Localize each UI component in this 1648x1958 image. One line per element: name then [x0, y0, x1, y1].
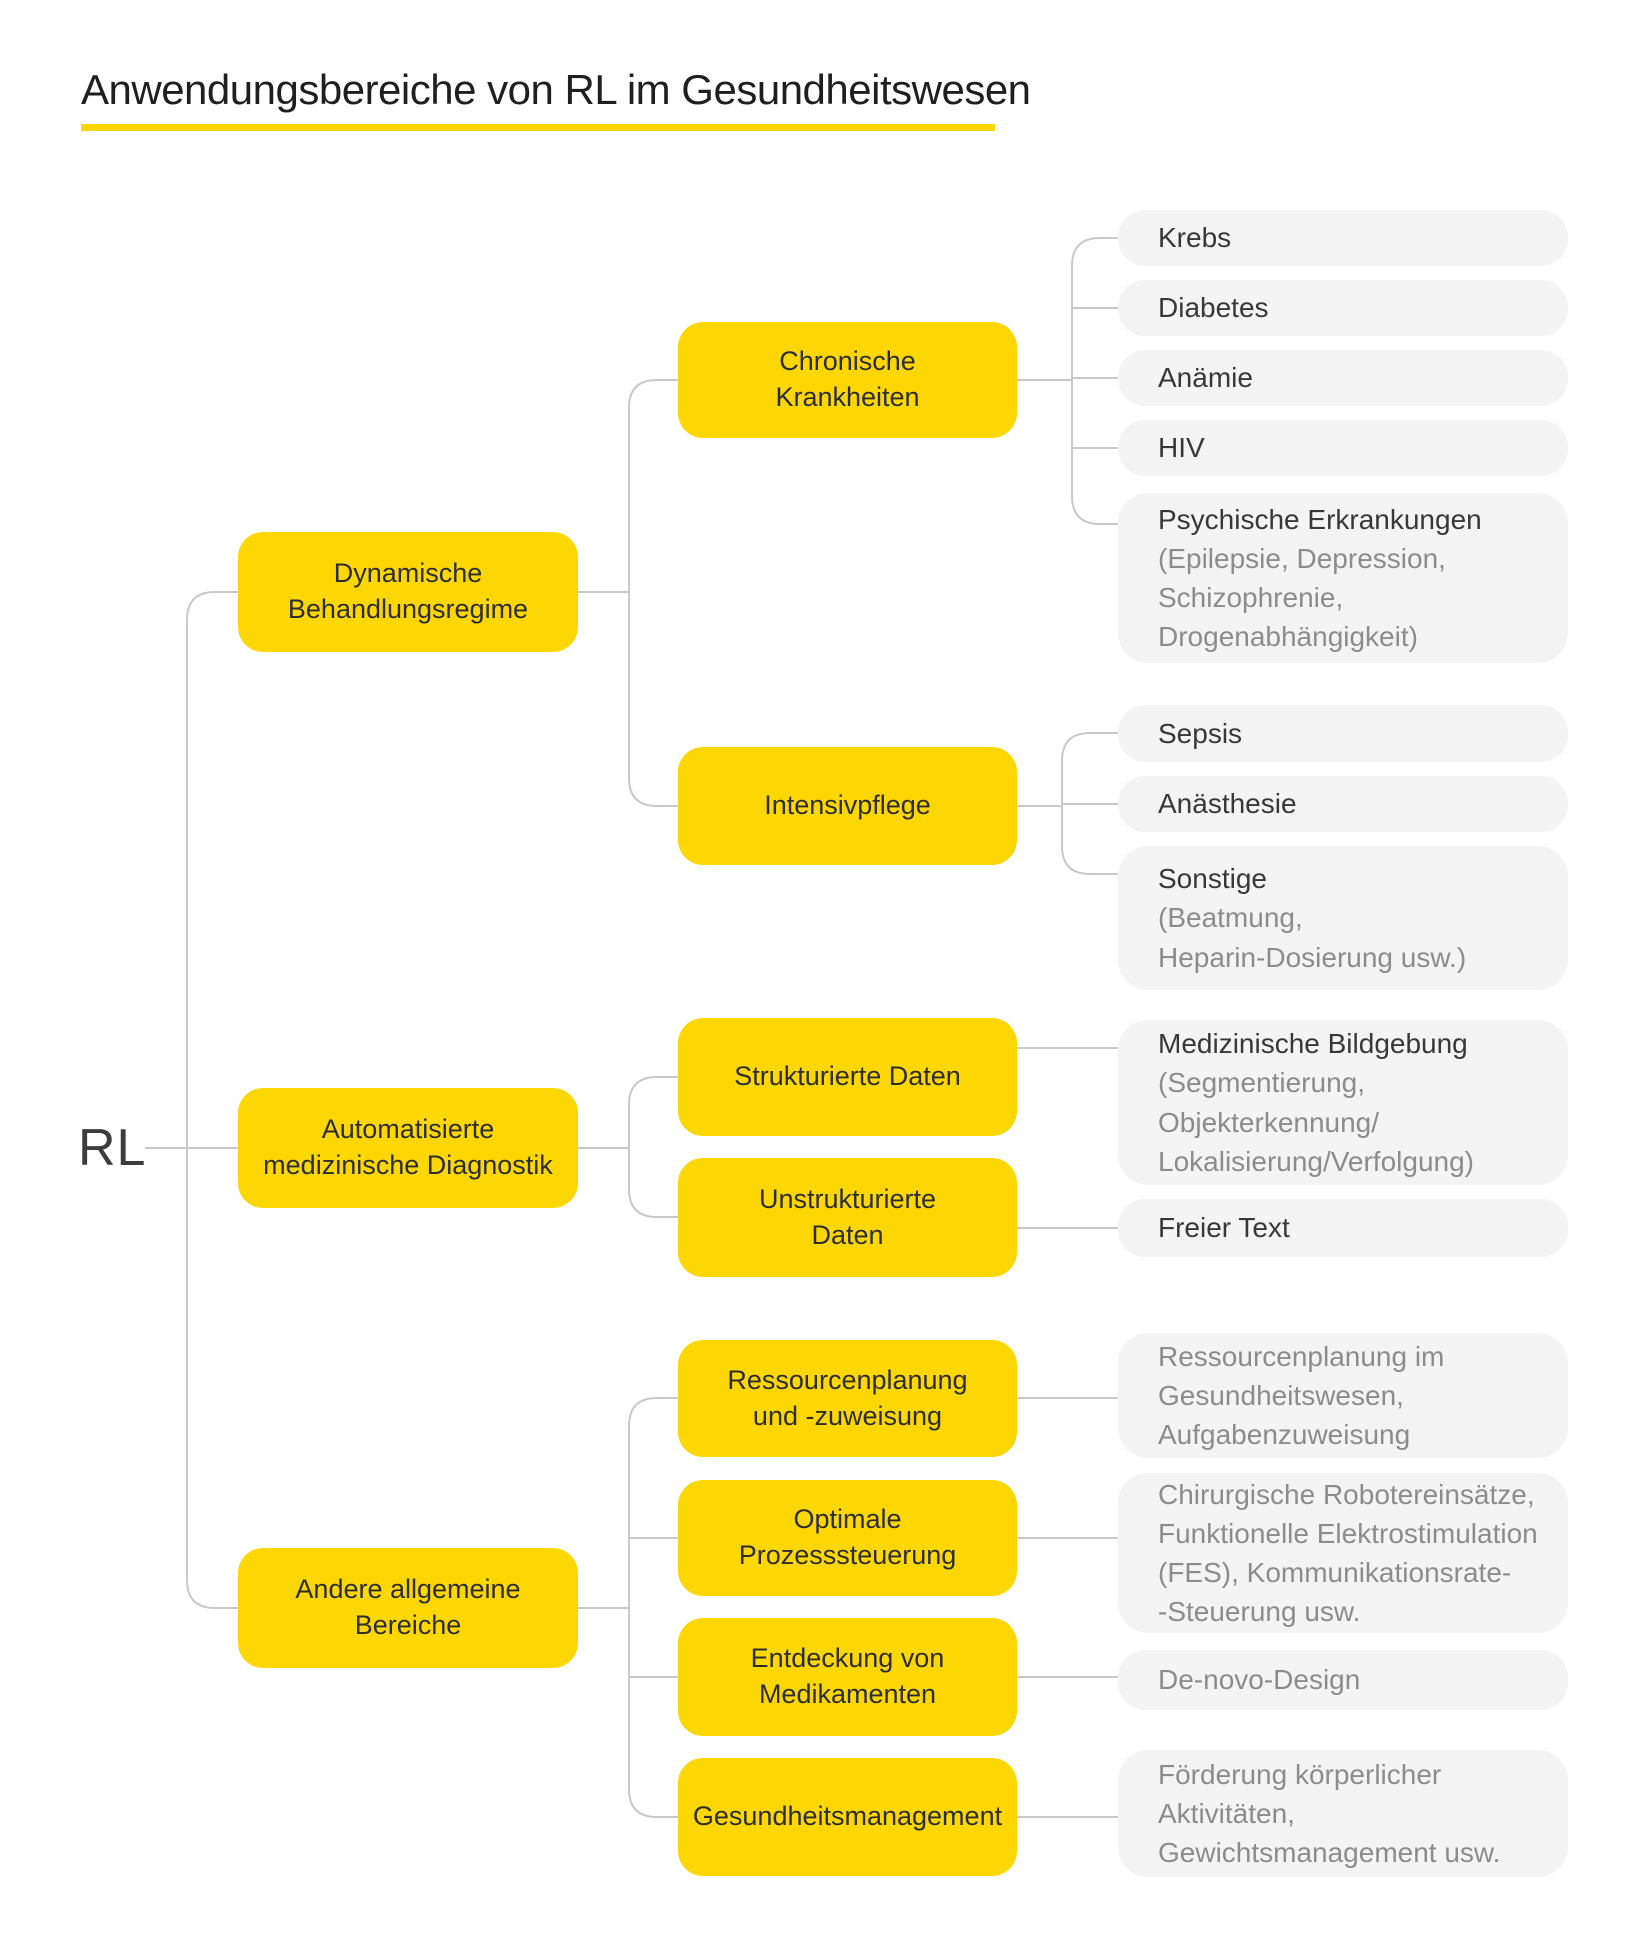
leaf-title: Psychische Erkrankungen — [1158, 503, 1482, 535]
branch-dynamische-behandlungsregime: Dynamische Behandlungsregime — [238, 532, 578, 652]
leaf-title: Diabetes — [1158, 292, 1269, 324]
leaf-title: Freier Text — [1158, 1212, 1290, 1244]
leaf-title: Anämie — [1158, 362, 1253, 394]
leaf-anaesthesie: Anästhesie — [1118, 776, 1568, 832]
subbranch-ressourcenplanung-und-zuweisung: Ressourcenplanung und -zuweisung — [678, 1340, 1017, 1457]
branch-automatisierte-medizinische-diagnostik: Automatisierte medizinische Diagnostik — [238, 1088, 578, 1208]
leaf-hiv: HIV — [1118, 420, 1568, 476]
leaf-title: Sepsis — [1158, 717, 1243, 749]
subbranch-optimale-prozesssteuerung: Optimale Prozesssteuerung — [678, 1480, 1017, 1596]
branch-andere-allgemeine-bereiche: Andere allgemeine Bereiche — [238, 1548, 578, 1668]
leaf-title: Sonstige — [1158, 863, 1267, 895]
subbranch-chronische-krankheiten: Chronische Krankheiten — [678, 322, 1017, 438]
subbranch-strukturierte-daten: Strukturierte Daten — [678, 1018, 1017, 1136]
leaf-subtitle: (Segmentierung, Objekterkennung/ Lokalis… — [1158, 1067, 1474, 1177]
root-node-rl: RL — [78, 1119, 147, 1177]
leaf-psychische-erkrankungen: Psychische Erkrankungen (Epilepsie, Depr… — [1118, 493, 1568, 663]
leaf-ressourcenplanung-gesundheitswesen: Ressourcenplanung im Gesundheitswesen, A… — [1118, 1333, 1568, 1458]
leaf-sepsis: Sepsis — [1118, 705, 1568, 762]
subbranch-unstrukturierte-daten: Unstrukturierte Daten — [678, 1158, 1017, 1277]
leaf-diabetes: Diabetes — [1118, 280, 1568, 336]
leaf-medizinische-bildgebung: Medizinische Bildgebung (Segmentierung, … — [1118, 1020, 1568, 1185]
leaf-anaemie: Anämie — [1118, 350, 1568, 406]
leaf-freier-text: Freier Text — [1118, 1199, 1568, 1257]
leaf-foerderung-koerperlicher-aktivitaeten: Förderung körperlicher Aktivitäten, Gewi… — [1118, 1750, 1568, 1877]
leaf-de-novo-design: De-novo-Design — [1118, 1650, 1568, 1710]
leaf-title: Krebs — [1158, 222, 1232, 254]
leaf-subtitle: (Epilepsie, Depression, Schizophrenie, D… — [1158, 542, 1446, 653]
leaf-subtitle: (Beatmung, Heparin-Dosierung usw.) — [1158, 902, 1467, 973]
leaf-title: Anästhesie — [1158, 788, 1297, 820]
title-underline — [81, 124, 995, 131]
subbranch-gesundheitsmanagement: Gesundheitsmanagement — [678, 1758, 1017, 1876]
leaf-subtitle: Ressourcenplanung im Gesundheitswesen, A… — [1158, 1340, 1445, 1451]
leaf-subtitle: Förderung körperlicher Aktivitäten, Gewi… — [1158, 1758, 1501, 1869]
leaf-chirurgische-robotereinsaetze: Chirurgische Robotereinsätze, Funktionel… — [1118, 1473, 1568, 1633]
page-title: Anwendungsbereiche von RL im Gesundheits… — [81, 66, 1031, 113]
leaf-sonstige: Sonstige (Beatmung, Heparin-Dosierung us… — [1118, 846, 1568, 990]
subbranch-intensivpflege: Intensivpflege — [678, 747, 1017, 865]
leaf-title: HIV — [1158, 432, 1205, 464]
leaf-krebs: Krebs — [1118, 210, 1568, 266]
subbranch-entdeckung-von-medikamenten: Entdeckung von Medikamenten — [678, 1618, 1017, 1736]
leaf-subtitle: De-novo-Design — [1158, 1664, 1361, 1696]
leaf-title: Medizinische Bildgebung — [1158, 1028, 1468, 1060]
leaf-subtitle: Chirurgische Robotereinsätze, Funktionel… — [1158, 1478, 1538, 1628]
